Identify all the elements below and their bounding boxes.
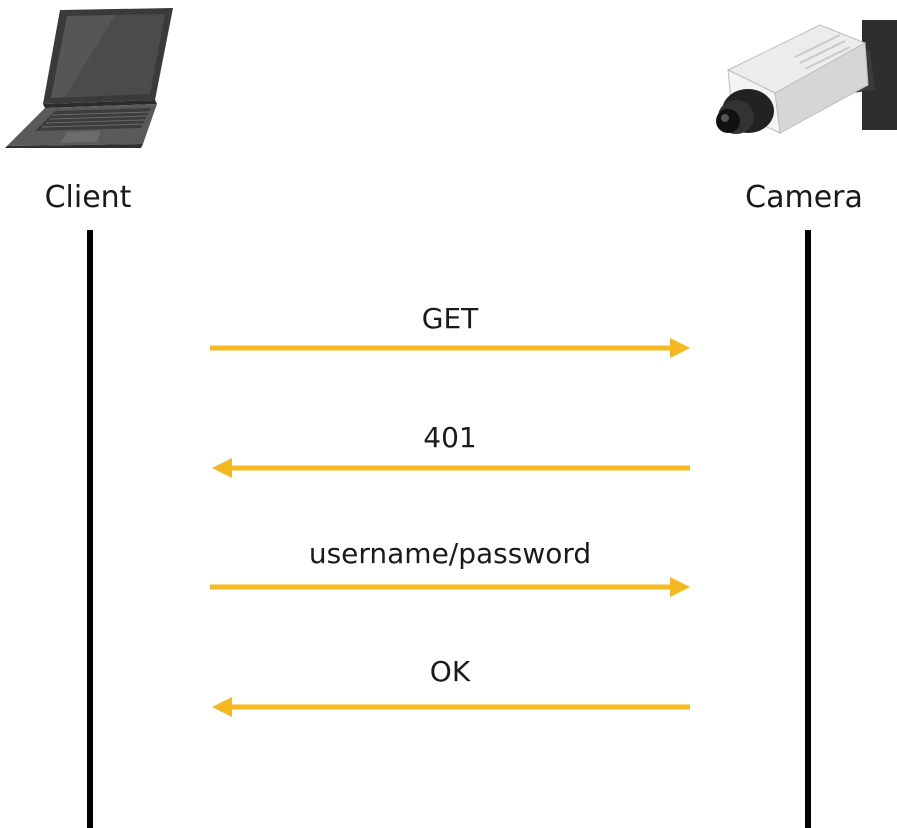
- camera-label: Camera: [745, 180, 863, 215]
- message-label-ok: OK: [429, 655, 471, 688]
- arrow-401: [212, 458, 690, 478]
- camera-lifeline: [805, 230, 811, 828]
- client-label: Client: [44, 180, 132, 215]
- security-camera-icon: [716, 20, 897, 134]
- client-lifeline: [87, 230, 93, 828]
- message-label-401: 401: [423, 421, 477, 454]
- arrow-get: [210, 338, 690, 358]
- arrow-ok: [212, 697, 690, 717]
- laptop-icon: [5, 8, 173, 148]
- arrow-credentials: [210, 577, 690, 597]
- message-label-get: GET: [421, 302, 479, 335]
- message-label-credentials: username/password: [308, 537, 592, 570]
